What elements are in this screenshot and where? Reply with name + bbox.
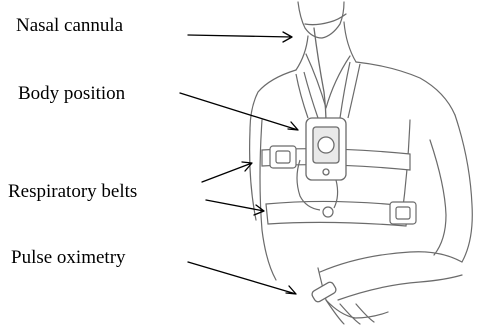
left-arm — [250, 130, 256, 220]
label-body-position: Body position — [18, 84, 125, 103]
torso-left — [260, 120, 276, 280]
neck-left — [296, 36, 308, 70]
label-respiratory-belts: Respiratory belts — [8, 182, 137, 201]
finger-3 — [356, 304, 374, 322]
abdomen-belt — [266, 201, 408, 226]
forearm-top — [320, 252, 462, 272]
arrow-nasal-cannula — [188, 32, 292, 42]
arrow-respiratory-belt-upper — [202, 162, 252, 182]
arrow-pulse-oximetry — [188, 262, 296, 294]
strap-right-2 — [348, 64, 360, 118]
arrow-body-position — [180, 93, 298, 130]
oximeter-probe — [311, 281, 338, 303]
abdomen-buckle-inner — [396, 207, 410, 219]
left-shoulder — [250, 70, 296, 130]
label-nasal-cannula: Nasal cannula — [16, 16, 123, 35]
right-arm-outer — [455, 115, 472, 262]
label-pulse-oximetry: Pulse oximetry — [11, 248, 126, 267]
arrow-respiratory-belt-lower — [206, 200, 264, 215]
chest-buckle-inner — [276, 151, 290, 163]
recorder-button — [323, 169, 329, 175]
belt-sensor — [323, 207, 333, 217]
right-shoulder — [356, 62, 455, 115]
forearm-bottom — [338, 275, 462, 300]
recorder-dial — [318, 137, 334, 153]
right-arm-inner — [430, 140, 446, 255]
